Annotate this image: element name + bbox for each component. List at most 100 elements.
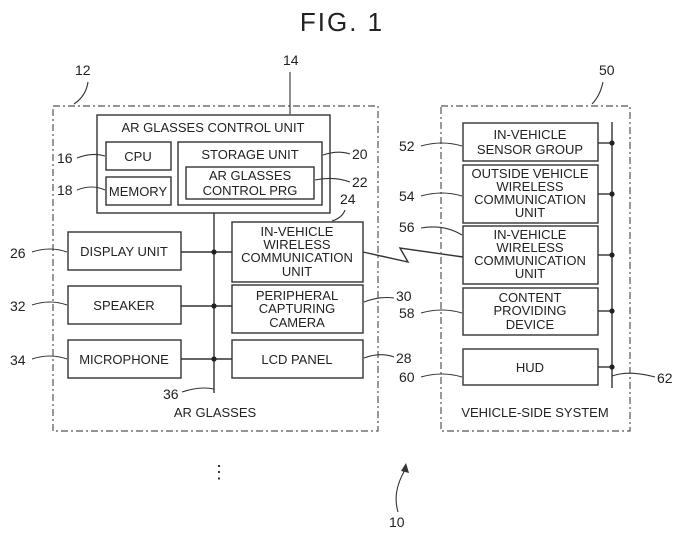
ar-glasses-boundary [52,105,379,432]
leader-32 [31,301,68,306]
arrow-head-icon [401,463,409,473]
ref-52: 52 [399,138,415,154]
leader-12 [73,81,89,105]
ref-30: 30 [396,288,412,304]
content-line-2: PROVIDING [494,303,567,318]
junction-dot [609,252,615,258]
camera-line-1: PERIPHERAL [256,288,338,303]
leader-30 [363,296,395,303]
leader-18 [76,186,106,191]
control-unit-label: AR GLASSES CONTROL UNIT [122,120,305,135]
memory-label: MEMORY [109,184,168,199]
leader-60 [420,373,463,378]
ref-12: 12 [75,62,91,78]
junction-dot [211,356,217,362]
ar-wireless-line-3: COMMUNICATION [241,250,353,265]
ref-20: 20 [352,146,368,162]
camera-line-3: CAMERA [269,315,325,330]
ref-14: 14 [283,52,299,68]
ellipsis-mark: ⋮ [210,462,228,482]
ref-50: 50 [599,62,615,78]
ref-18: 18 [57,182,73,198]
figure-title: FIG. 1 [300,7,384,37]
cpu-label: CPU [124,149,151,164]
ref-16: 16 [57,150,73,166]
sensor-line-2: SENSOR GROUP [477,142,583,157]
lcd-panel-box [231,339,364,379]
leader-28 [363,354,395,359]
ar-wireless-line-1: IN-VEHICLE [261,224,334,239]
junction-dot [609,364,615,370]
memory-box [105,176,172,206]
leader-10 [395,469,406,513]
microphone-box [67,339,182,379]
camera-line-2: CAPTURING [259,301,336,316]
leader-34 [31,355,68,360]
content-line-1: CONTENT [499,290,562,305]
vehicle-system-label: VEHICLE-SIDE SYSTEM [461,405,608,420]
leader-58 [420,309,463,314]
display-unit-box [67,231,182,271]
in-vehicle-comm-line-1: IN-VEHICLE [494,227,567,242]
leader-20 [322,151,351,156]
ar-wireless-line-2: WIRELESS [263,237,331,252]
lcd-panel-label: LCD PANEL [261,352,332,367]
leader-52 [420,142,463,147]
speaker-label: SPEAKER [93,298,154,313]
leader-24 [331,209,346,222]
program-line-1: AR GLASSES [209,168,292,183]
ref-32: 32 [10,298,26,314]
ref-26: 26 [10,245,26,261]
outside-comm-box [462,164,599,224]
outside-comm-line-1: OUTSIDE VEHICLE [471,166,588,181]
ref-56: 56 [399,219,415,235]
camera-box [231,284,364,334]
ref-54: 54 [399,188,415,204]
program-line-2: CONTROL PRG [203,183,298,198]
wireless-link [362,247,464,264]
leader-22 [314,177,351,183]
leader-26 [31,248,68,253]
ref-58: 58 [399,305,415,321]
ref-10: 10 [389,514,405,530]
outside-comm-line-2: WIRELESS [496,179,564,194]
cpu-box [105,141,172,171]
leader-54 [420,192,463,197]
ref-60: 60 [399,369,415,385]
in-vehicle-comm-line-3: COMMUNICATION [474,253,586,268]
junction-dot [609,191,615,197]
junction-dot [609,308,615,314]
leader-56 [420,226,463,236]
outside-comm-line-4: UNIT [515,205,545,220]
junction-dot [211,303,217,309]
in-vehicle-comm-line-4: UNIT [515,266,545,281]
leader-16 [76,153,106,159]
ref-28: 28 [396,350,412,366]
storage-unit-label: STORAGE UNIT [201,147,298,162]
hud-label: HUD [516,360,544,375]
sensor-line-1: IN-VEHICLE [494,127,567,142]
ref-22: 22 [352,174,368,190]
leader-50 [591,81,604,105]
leader-36 [181,387,215,393]
program-box [185,166,315,200]
sensor-group-box [462,122,599,162]
in-vehicle-comm-box [462,225,599,285]
vehicle-system-boundary [440,105,631,432]
ref-62: 62 [657,370,673,386]
ar-wireless-line-4: UNIT [282,264,312,279]
ref-34: 34 [10,352,26,368]
content-line-3: DEVICE [506,317,555,332]
microphone-label: MICROPHONE [79,352,169,367]
junction-dot [211,249,217,255]
ref-24: 24 [340,191,356,207]
content-device-box [462,287,599,336]
ref-36: 36 [163,386,179,402]
junction-dot [609,140,615,146]
speaker-box [67,285,182,325]
leader-62 [611,372,656,378]
in-vehicle-comm-line-2: WIRELESS [496,240,564,255]
hud-box [462,348,599,386]
